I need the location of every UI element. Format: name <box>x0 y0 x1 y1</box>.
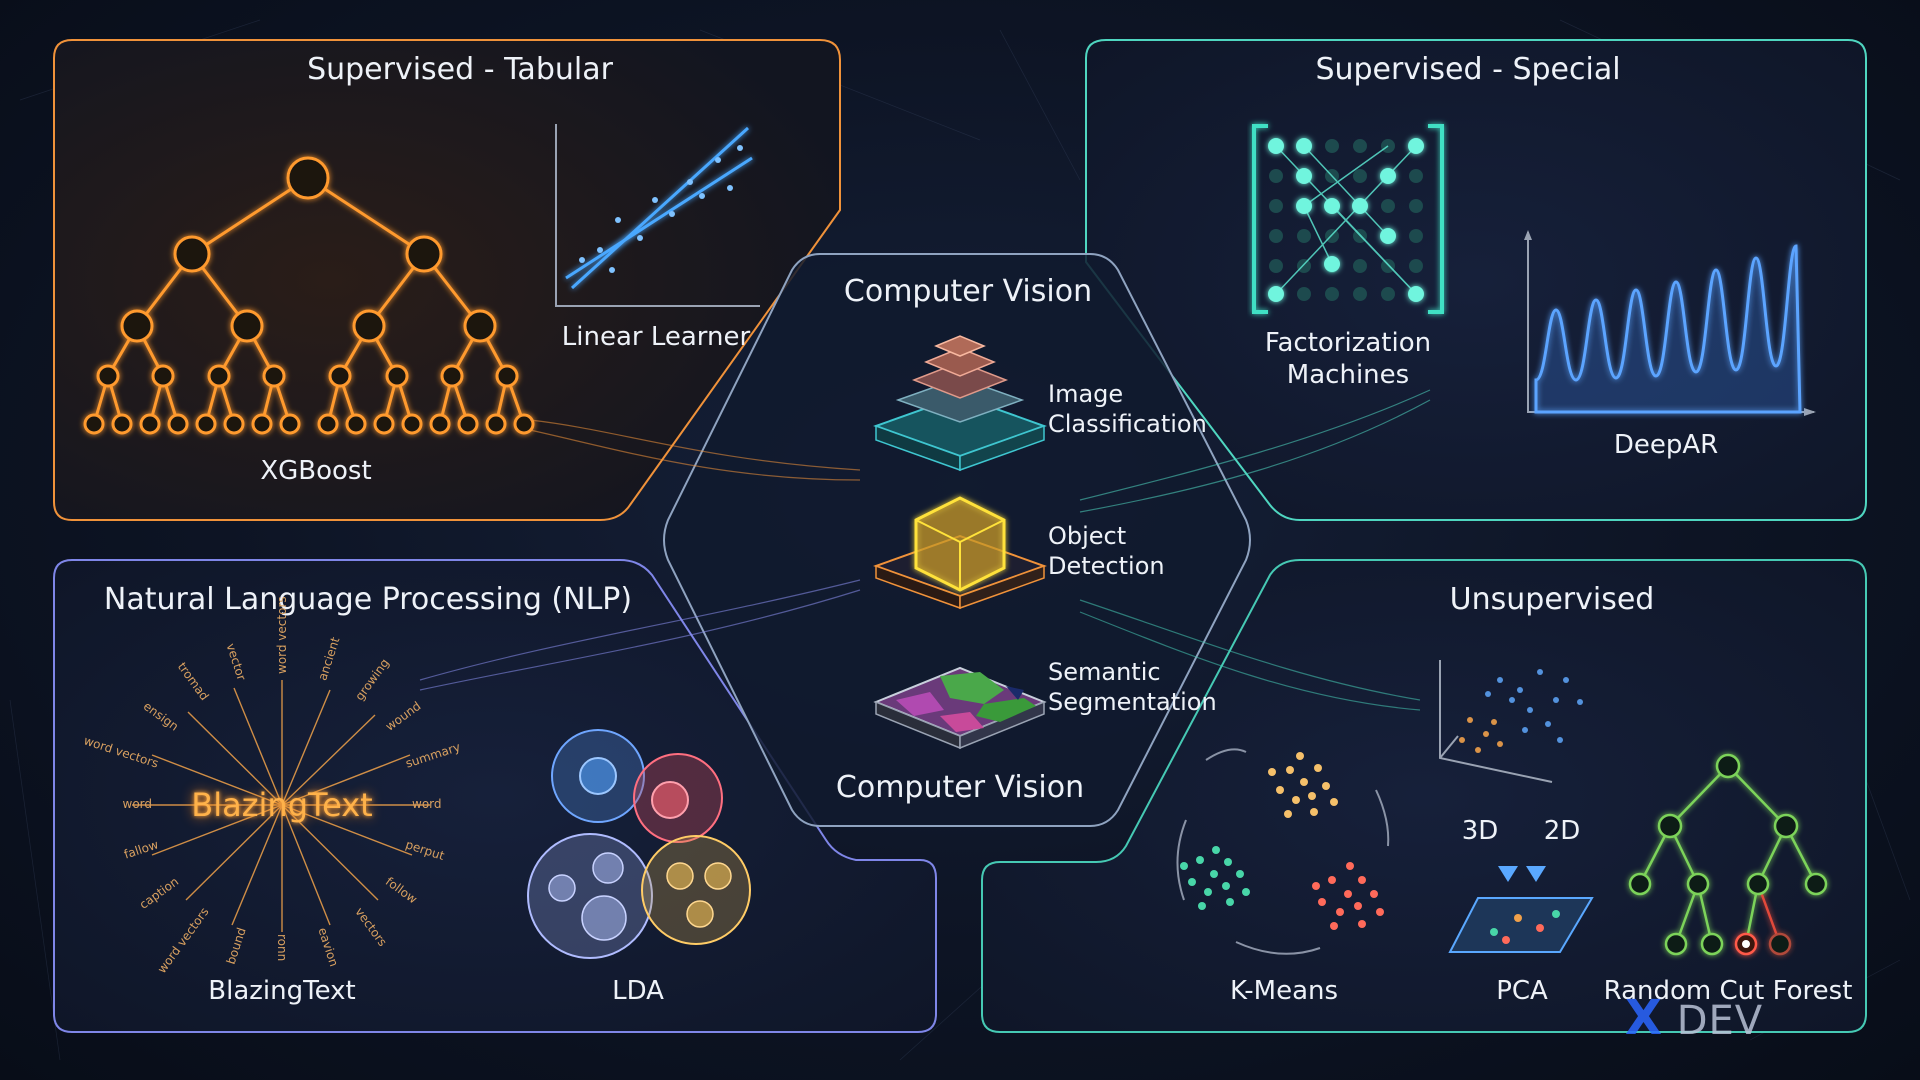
semantic-segmentation-icon <box>873 666 1047 750</box>
blazingtext-label: BlazingText <box>208 976 356 1006</box>
object-detection-label-line2: Detection <box>1048 552 1165 580</box>
lda-label: LDA <box>612 976 664 1006</box>
factorization-machines-icon <box>1252 124 1444 314</box>
semantic-segmentation-label-line1: Semantic <box>1048 658 1161 686</box>
object-detection-label-line1: Object <box>1048 522 1127 550</box>
fm-label-line2: Machines <box>1286 360 1410 390</box>
watermark-text: DEV <box>1676 998 1764 1044</box>
lda-topics-icon <box>527 729 751 959</box>
deepar-timeseries-icon <box>1524 230 1816 416</box>
tabular-panel-title: Supervised - Tabular <box>307 52 613 87</box>
linear-learner-plot-icon <box>555 124 760 307</box>
tabular-panel <box>53 39 841 521</box>
word-cloud-term: ronn <box>275 934 289 962</box>
unsupervised-panel-title: Unsupervised <box>1449 582 1655 617</box>
fm-label-line1: Factorization <box>1264 328 1432 358</box>
watermark-x-logo: X <box>1625 990 1664 1046</box>
xgboost-tree-icon <box>83 156 535 435</box>
deepar-label: DeepAR <box>1613 430 1719 460</box>
image-classification-icon <box>873 335 1047 472</box>
cv-title-bottom: Computer Vision <box>835 770 1085 805</box>
word-cloud-term: word <box>412 797 442 811</box>
random-cut-forest-icon <box>1628 753 1828 956</box>
pca-label: PCA <box>1496 976 1548 1006</box>
random-cut-forest-label: Random Cut Forest <box>1603 976 1853 1006</box>
pca-projection-icon <box>1448 800 1594 953</box>
blazingtext-burst-icon <box>132 680 430 932</box>
image-classification-label-line1: Image <box>1048 380 1124 408</box>
nlp-panel <box>53 559 937 1033</box>
scatter-3d-icon <box>1439 660 1583 783</box>
pca-3d-label: 3D <box>1461 816 1499 846</box>
semantic-segmentation-label-line2: Segmentation <box>1048 688 1217 716</box>
word-cloud-term: word vectors <box>275 596 289 674</box>
xgboost-label: XGBoost <box>260 456 372 486</box>
pca-2d-label: 2D <box>1543 816 1581 846</box>
linear-learner-label: Linear Learner <box>561 322 751 352</box>
blazingtext-center-word: BlazingText <box>191 786 373 824</box>
special-panel-title: Supervised - Special <box>1315 52 1621 87</box>
word-cloud-term: word <box>122 797 153 811</box>
cv-title-top: Computer Vision <box>843 274 1093 309</box>
watermark: X DEV <box>1625 990 1763 1046</box>
kmeans-clusters-icon <box>1176 748 1390 955</box>
image-classification-label-line2: Classification <box>1048 410 1207 438</box>
object-detection-icon <box>873 496 1047 610</box>
connection-streams <box>419 389 1431 711</box>
unsupervised-panel <box>981 559 1867 1033</box>
kmeans-label: K-Means <box>1229 976 1339 1006</box>
deepar-wave <box>1534 244 1802 414</box>
nlp-panel-title: Natural Language Processing (NLP) <box>103 582 633 617</box>
